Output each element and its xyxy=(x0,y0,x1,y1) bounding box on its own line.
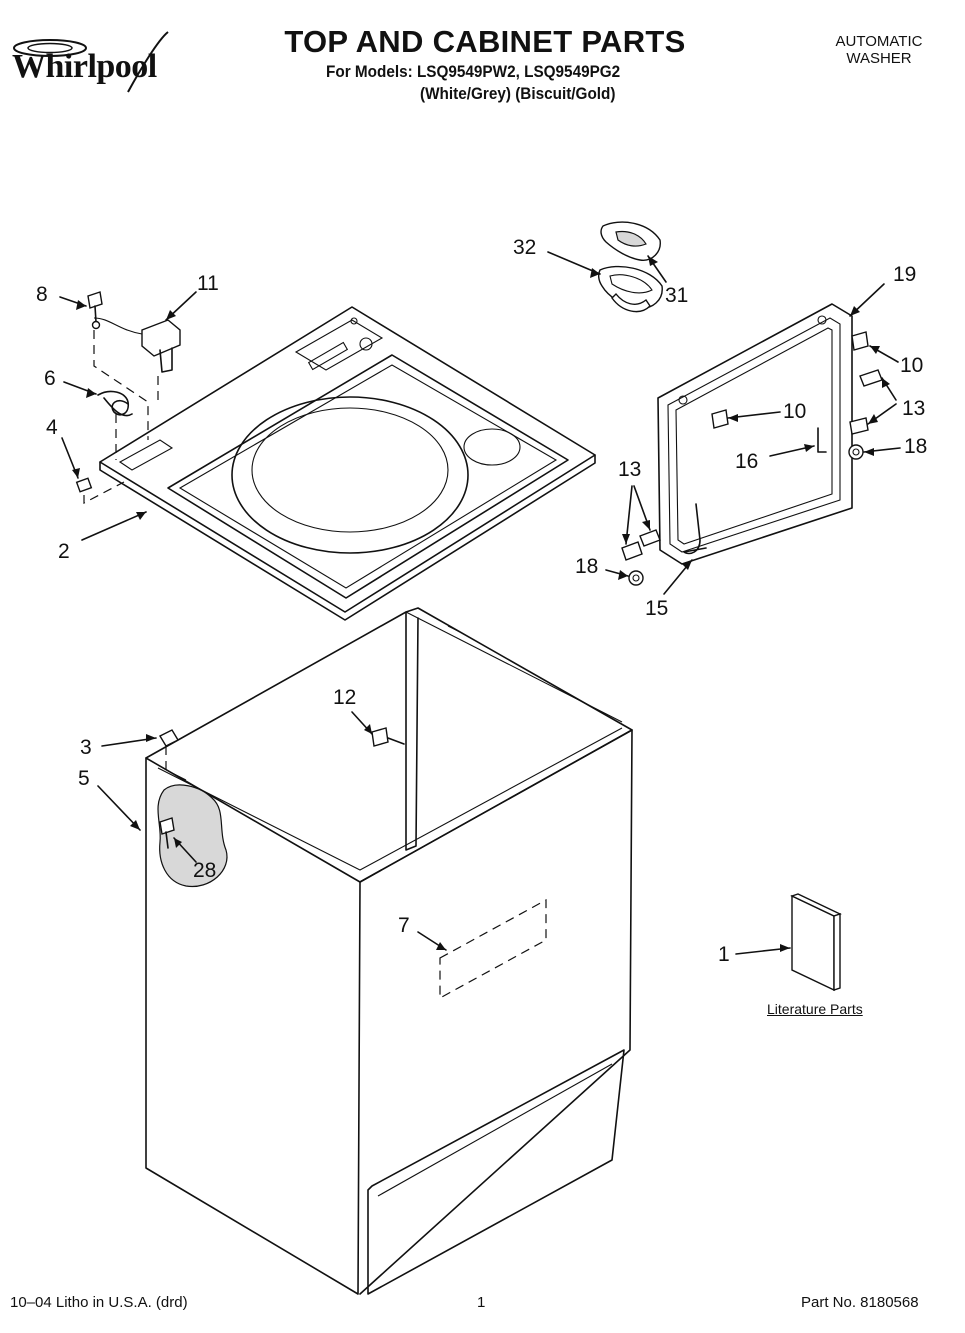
cabinet-screw-part xyxy=(371,727,405,747)
callout-2: 2 xyxy=(58,540,70,563)
lid-washer-part xyxy=(628,444,864,586)
appliance-type: AUTOMATIC WASHER xyxy=(815,33,943,67)
callout-13-left: 13 xyxy=(618,458,642,481)
callout-7: 7 xyxy=(398,914,410,937)
callout-3: 3 xyxy=(80,736,92,759)
callout-4: 4 xyxy=(46,416,58,439)
cabinet-clip-part xyxy=(159,729,179,772)
colors-line: (White/Grey) (Biscuit/Gold) xyxy=(420,84,616,103)
wire-clip-part xyxy=(97,390,133,417)
models-line: For Models: LSQ9549PW2, LSQ9549PG2 xyxy=(326,62,621,81)
callout-11: 11 xyxy=(197,272,219,295)
footer-part-number: Part No. 8180568 xyxy=(801,1294,919,1311)
callout-1: 1 xyxy=(718,943,730,966)
clip-part xyxy=(75,477,93,493)
lid-hinge-part xyxy=(683,503,707,555)
lid-bumper-part xyxy=(711,331,869,429)
callout-8: 8 xyxy=(36,283,48,306)
literature-parts-label: Literature Parts xyxy=(767,1001,863,1017)
cabinet-cutaway-detail xyxy=(157,784,228,888)
cabinet-part xyxy=(145,607,633,1295)
appliance-type-line-2: WASHER xyxy=(846,50,912,67)
top-panel-part xyxy=(99,306,596,621)
lid-strike-part xyxy=(817,427,827,453)
lid-part xyxy=(657,303,853,565)
callout-16: 16 xyxy=(735,450,759,473)
callout-31: 31 xyxy=(665,284,689,307)
logo-swirl-icon xyxy=(13,31,169,93)
callout-28: 28 xyxy=(193,859,217,882)
whirlpool-logo: Whirlpool xyxy=(8,30,193,100)
callout-18-right: 18 xyxy=(904,435,928,458)
callout-15: 15 xyxy=(645,597,669,620)
callout-18-left: 18 xyxy=(575,555,599,578)
callout-6: 6 xyxy=(44,367,56,390)
brand-name: Whirlpool xyxy=(12,48,157,85)
footer-litho: 10–04 Litho in U.S.A. (drd) xyxy=(10,1294,188,1311)
callout-13-right: 13 xyxy=(902,397,926,420)
screw-part xyxy=(87,291,103,330)
lid-switch-part xyxy=(93,317,181,373)
callout-19: 19 xyxy=(893,263,917,286)
page-title: TOP AND CABINET PARTS xyxy=(284,24,686,59)
appliance-type-line-1: AUTOMATIC xyxy=(835,33,923,50)
footer-page-number: 1 xyxy=(477,1294,486,1311)
callout-10-left: 10 xyxy=(783,400,807,423)
lid-hinge-screw-part xyxy=(621,369,883,561)
callout-12: 12 xyxy=(333,686,357,709)
callout-32: 32 xyxy=(513,236,537,259)
literature-part xyxy=(790,893,842,992)
callout-leader-lines xyxy=(59,251,901,955)
label-area-part xyxy=(439,898,547,1000)
bleach-dispenser-part xyxy=(597,221,663,313)
callout-5: 5 xyxy=(78,767,90,790)
callout-10-right: 10 xyxy=(900,354,924,377)
